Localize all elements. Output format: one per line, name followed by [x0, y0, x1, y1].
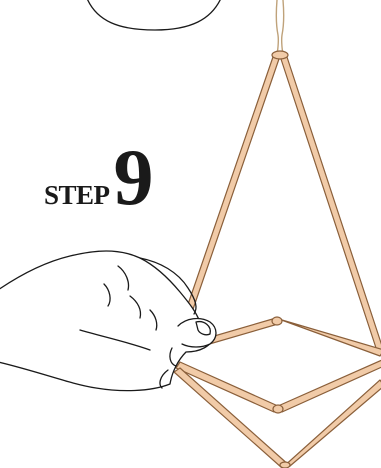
joint-knot-bottom-tip — [280, 462, 290, 468]
joint-knot-bottom — [273, 405, 283, 413]
hanging-string-2 — [282, 0, 284, 55]
step-number: 9 — [114, 138, 154, 218]
straw-front-right — [278, 360, 381, 412]
step-word: STEP — [44, 180, 110, 211]
straw-right-long — [280, 54, 381, 354]
straw-left-long — [184, 54, 280, 318]
straw-bottom-left — [174, 368, 290, 468]
joint-knot-top — [272, 317, 282, 325]
top-circle-arc — [86, 0, 222, 30]
straw-bottom-right — [282, 380, 381, 468]
hanging-string — [276, 0, 278, 55]
straw-back-right — [276, 318, 381, 356]
apex-knot — [272, 51, 288, 59]
step-heading: STEP 9 — [44, 138, 154, 218]
himmeli-straw-ornament-icon — [174, 51, 381, 468]
